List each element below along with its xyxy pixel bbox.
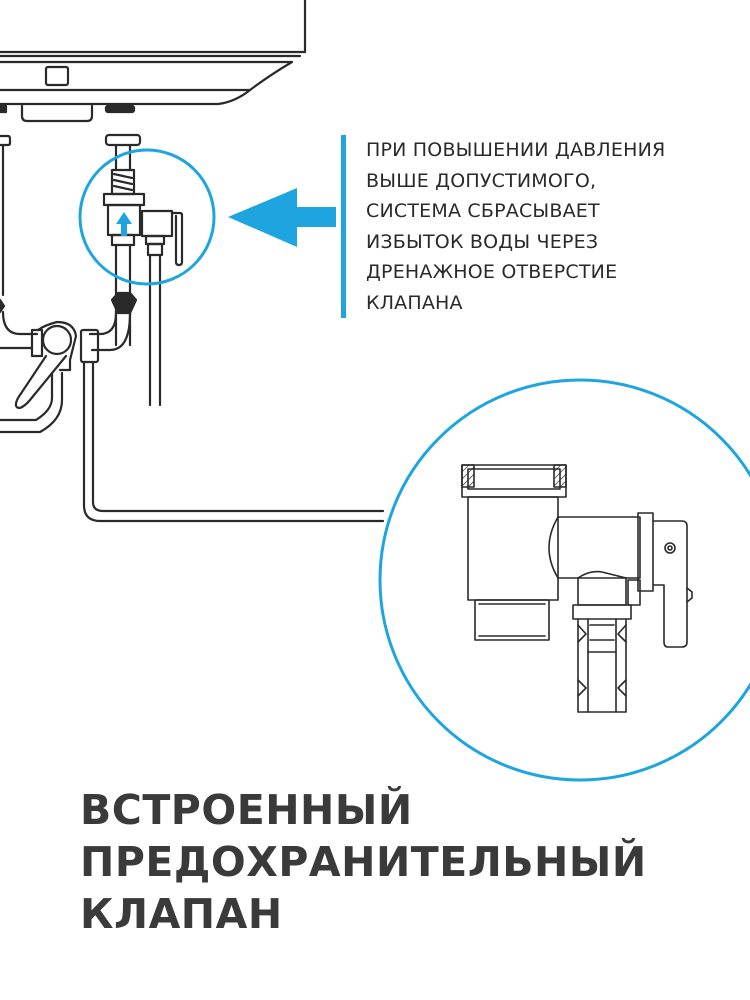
callout-line: СИСТЕМА СБРАСЫВАЕТ: [366, 200, 600, 222]
small-highlight-circle: [78, 148, 216, 286]
pipe-nuts: [110, 291, 138, 315]
title-line: ВСТРОЕННЫЙ: [80, 786, 413, 834]
safety-valve-detail: [461, 464, 693, 713]
callout-line: ВЫШЕ ДОПУСТИМОГО,: [366, 169, 597, 192]
arrow-up-icon: [116, 212, 132, 236]
cold-water-inlet-pipe: [0, 134, 12, 314]
water-heater-tank: [0, 0, 307, 123]
callout-line: ПРИ ПОВЫШЕНИИ ДАВЛЕНИЯ: [366, 139, 666, 161]
title-line: ПРЕДОХРАНИТЕЛЬНЫЙ: [80, 838, 647, 886]
indicator-light: [44, 65, 70, 87]
callout-line: КЛАПАНА: [366, 291, 463, 314]
title-line: КЛАПАН: [80, 890, 283, 938]
safety-valve-small: [102, 168, 184, 407]
mixer-valve: [0, 310, 385, 523]
pressure-release-callout: ПРИ ПОВЫШЕНИИ ДАВЛЕНИЯ ВЫШЕ ДОПУСТИМОГО,…: [341, 135, 750, 318]
callout-line: ИЗБЫТОК ВОДЫ ЧЕРЕЗ: [366, 230, 599, 253]
large-highlight-circle: [378, 378, 750, 782]
callout-line: ДРЕНАЖНОЕ ОТВЕРСТИЕ: [366, 261, 618, 283]
accent-elements: [78, 148, 750, 782]
arrow-left-icon: [228, 188, 336, 247]
page-title: ВСТРОЕННЫЙ ПРЕДОХРАНИТЕЛЬНЫЙ КЛАПАН: [80, 784, 647, 940]
